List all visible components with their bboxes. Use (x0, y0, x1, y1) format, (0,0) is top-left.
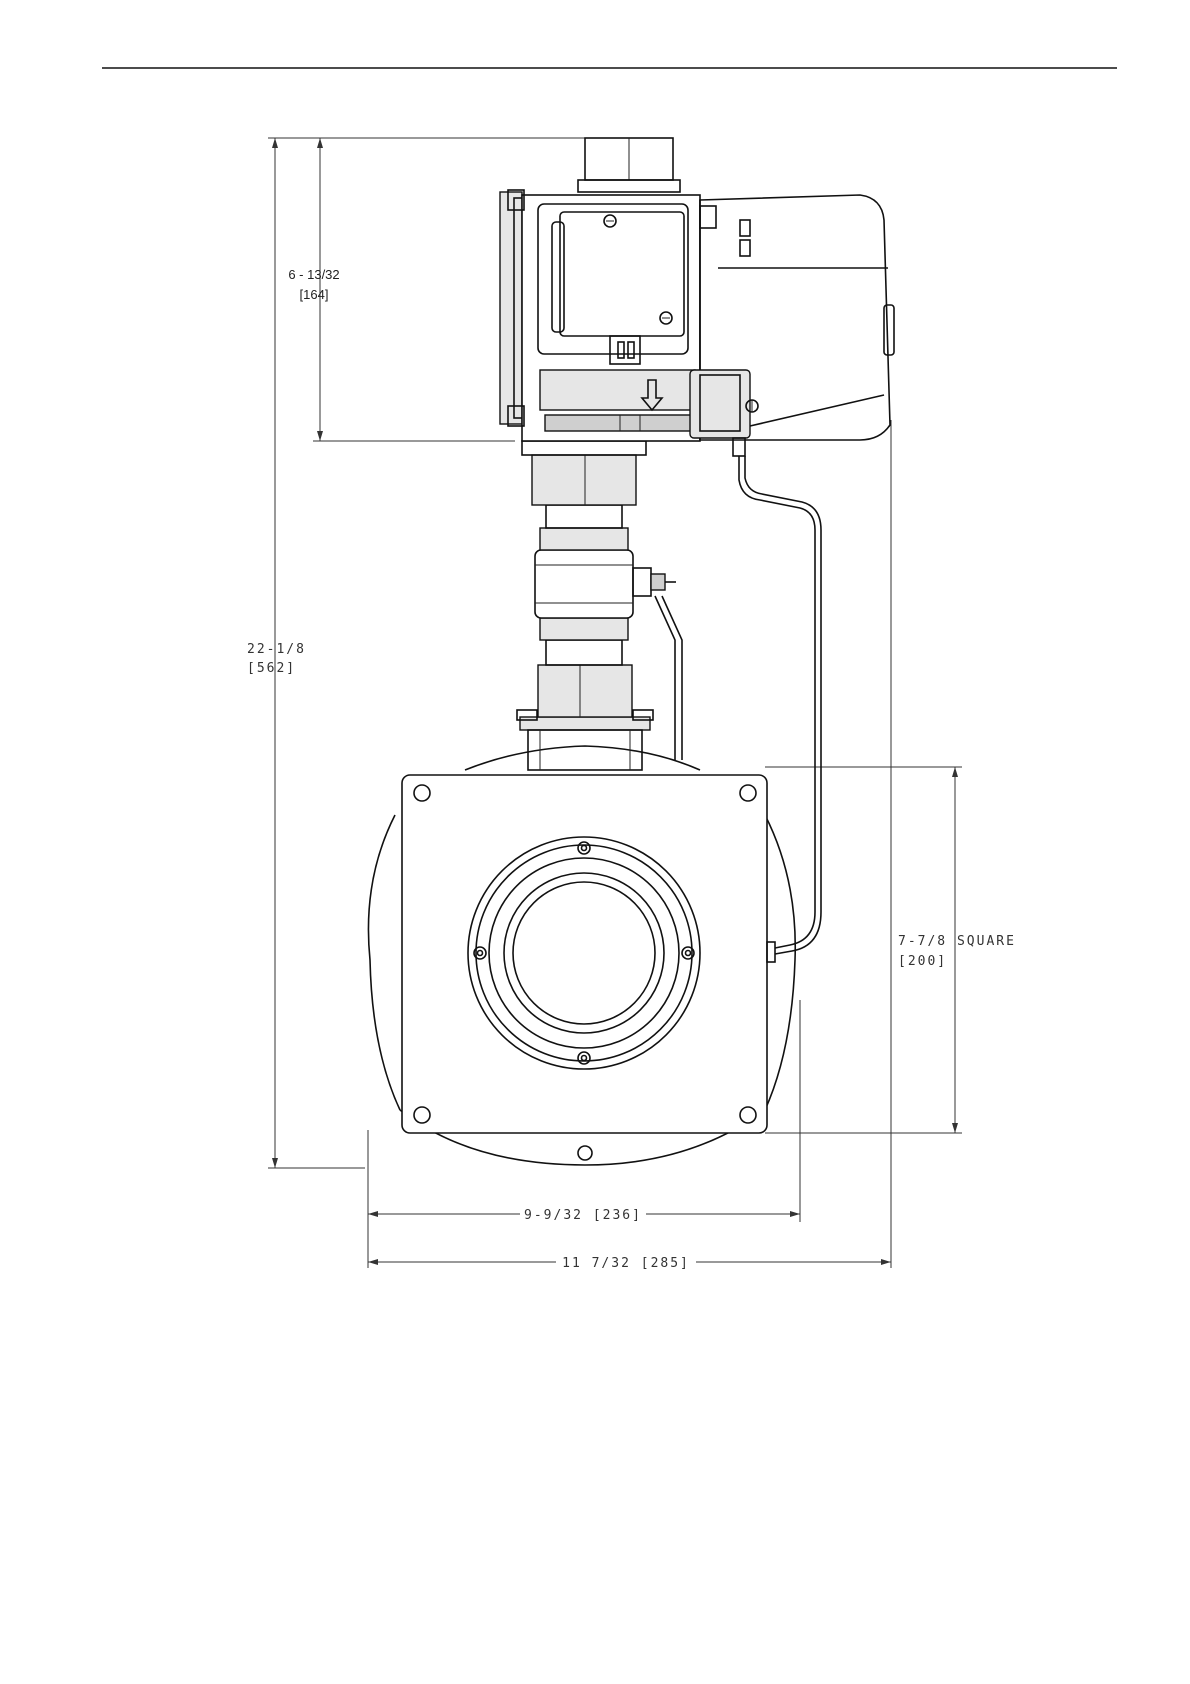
valve-body (368, 746, 795, 1165)
dim-actuator-height-metric: [164] (300, 287, 329, 302)
dim-overall-width: 11 7/32 [285] (562, 1256, 690, 1271)
dim-overall-height-imperial: 22-1/8 (247, 642, 306, 657)
dim-flange-square-imperial: 7-7/8 SQUARE (898, 934, 1016, 949)
stem-assembly (517, 441, 682, 770)
dim-flange-square-metric: [200] (898, 954, 947, 969)
dim-overall-height-metric: [562] (247, 661, 296, 676)
dim-actuator-height-imperial: 6 - 13/32 (288, 267, 339, 282)
actuator (500, 138, 894, 456)
dim-body-width: 9-9/32 [236] (524, 1208, 642, 1223)
